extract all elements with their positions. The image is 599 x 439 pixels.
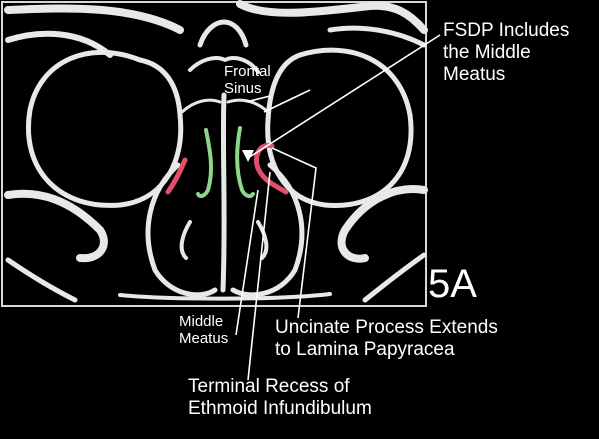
uncinate-label: Uncinate Process Extends to Lamina Papyr… <box>275 317 498 360</box>
terminal-recess-label: Terminal Recess of Ethmoid Infundibulum <box>188 376 372 419</box>
right-middle-turbinate-highlight <box>235 126 255 199</box>
left-middle-turbinate-highlight <box>196 128 214 199</box>
middle-meatus-label: Middle Meatus <box>179 313 229 348</box>
right-uncinate-highlight <box>254 142 289 195</box>
left-uncinate-highlight <box>165 157 188 195</box>
leader-lines <box>235 34 441 381</box>
fsdp-arrowhead <box>242 150 254 162</box>
frontal-sinus-label: Frontal Sinus <box>224 63 271 98</box>
fsdp-label: FSDP Includes the Middle Meatus <box>443 20 570 85</box>
panel-label: 5A <box>428 262 477 306</box>
bone-structures <box>4 0 428 303</box>
